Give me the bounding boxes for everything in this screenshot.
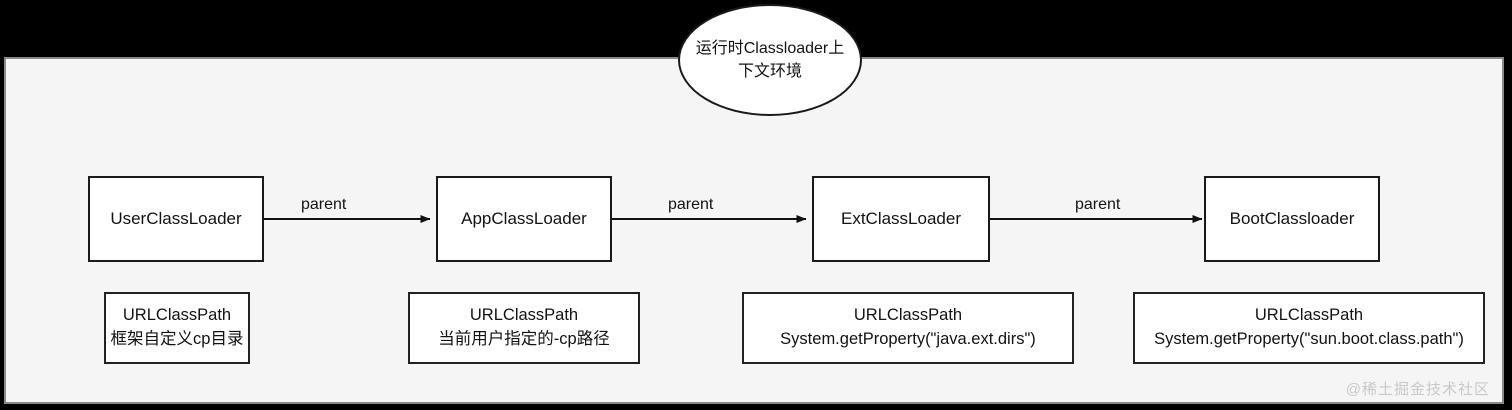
- urlclasspath-box-boot[interactable]: URLClassPath System.getProperty("sun.boo…: [1133, 292, 1485, 364]
- node-ext-classloader[interactable]: ExtClassLoader: [812, 176, 990, 262]
- edge-label-app-ext: parent: [668, 196, 714, 213]
- context-ellipse: 运行时Classloader上下文环境: [678, 4, 862, 116]
- watermark: @稀土掘金技术社区: [1345, 381, 1490, 398]
- urlclasspath-title: URLClassPath: [469, 306, 579, 325]
- urlclasspath-title: URLClassPath: [853, 306, 963, 325]
- edge-label-ext-boot: parent: [1075, 196, 1121, 213]
- urlclasspath-title: URLClassPath: [1254, 306, 1364, 325]
- bottom-black-strip: [0, 404, 1512, 410]
- urlclasspath-detail: System.getProperty("sun.boot.class.path"…: [1154, 330, 1464, 348]
- urlclasspath-detail: 当前用户指定的-cp路径: [438, 330, 610, 348]
- urlclasspath-box-app[interactable]: URLClassPath 当前用户指定的-cp路径: [408, 292, 640, 364]
- urlclasspath-title: URLClassPath: [122, 306, 232, 325]
- urlclasspath-detail: System.getProperty("java.ext.dirs"): [780, 330, 1036, 348]
- node-boot-classloader[interactable]: BootClassloader: [1204, 176, 1380, 262]
- urlclasspath-box-ext[interactable]: URLClassPath System.getProperty("java.ex…: [742, 292, 1074, 364]
- node-app-classloader[interactable]: AppClassLoader: [436, 176, 612, 262]
- urlclasspath-detail: 框架自定义cp目录: [110, 330, 244, 348]
- urlclasspath-box-user[interactable]: URLClassPath 框架自定义cp目录: [104, 292, 250, 364]
- edge-label-user-app: parent: [301, 196, 347, 213]
- node-user-classloader[interactable]: UserClassLoader: [88, 176, 264, 262]
